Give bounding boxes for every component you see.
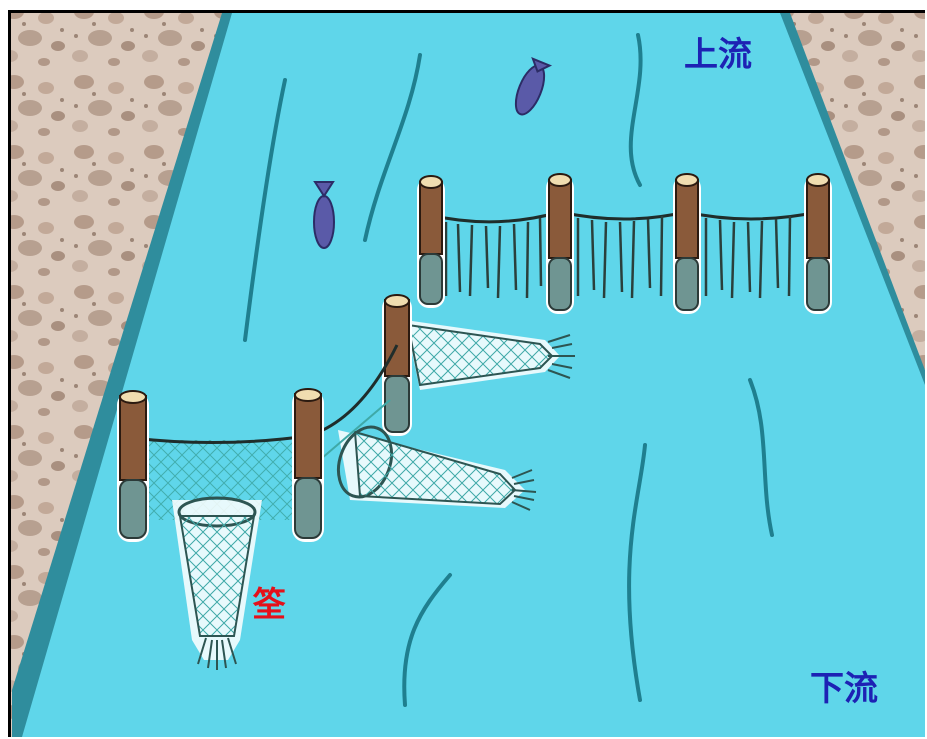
fish-trap-label: 筌: [252, 588, 286, 622]
downstream-label: 下流: [810, 672, 878, 706]
wooden-post-icon: [417, 176, 445, 308]
wooden-post-icon: [117, 391, 149, 542]
upstream-label: 上流: [684, 38, 752, 72]
wooden-post-icon: [546, 174, 574, 314]
wooden-post-icon: [292, 389, 324, 542]
wooden-post-icon: [804, 174, 832, 314]
wooden-post-icon: [673, 174, 701, 314]
